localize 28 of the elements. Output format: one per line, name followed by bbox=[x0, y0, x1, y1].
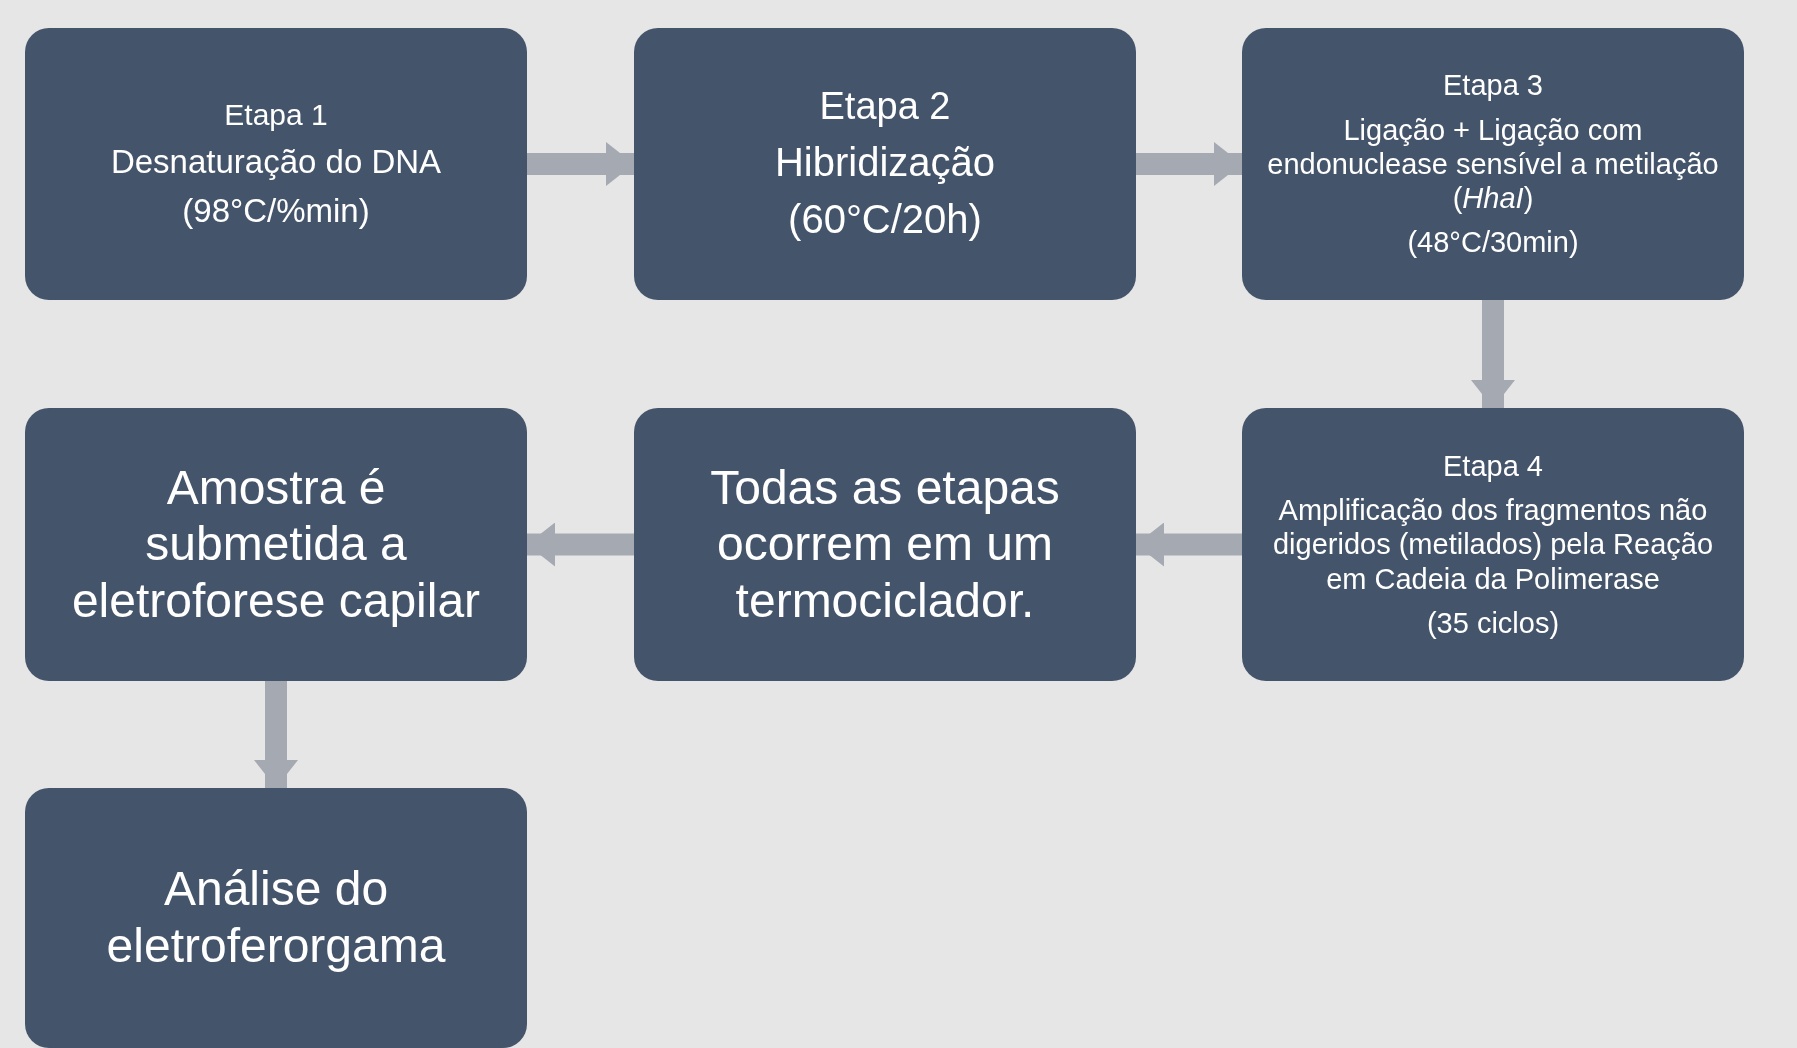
block-arrow bbox=[1471, 300, 1515, 408]
step-text: (60°C/20h) bbox=[788, 196, 982, 244]
step-text: Amplificação dos fragmentos não digeridos (metilados) pela Reação em Cadeia da Polimerase bbox=[1271, 493, 1715, 596]
process-box bbox=[1242, 408, 1744, 681]
step-text: Hibridização bbox=[774, 139, 996, 187]
process-box bbox=[25, 408, 527, 681]
block-arrow bbox=[1136, 142, 1242, 186]
step-text: Ligação + Ligação com endonuclease sensível a metilação (HhaI) bbox=[1266, 112, 1720, 216]
block-arrow bbox=[254, 681, 298, 788]
process-box bbox=[25, 788, 527, 1048]
block-arrow bbox=[1136, 522, 1242, 567]
step-text: (98°C/%min) bbox=[182, 191, 370, 231]
process-box bbox=[1242, 28, 1744, 300]
step-heading: Etapa 3 bbox=[1443, 68, 1543, 103]
step-text: (35 ciclos) bbox=[1426, 605, 1560, 641]
step-heading: Etapa 2 bbox=[819, 84, 951, 130]
block-arrow bbox=[527, 142, 634, 186]
process-box bbox=[25, 28, 527, 300]
step-text: (48°C/30min) bbox=[1407, 225, 1579, 260]
step-heading: Etapa 1 bbox=[224, 97, 328, 133]
step-text: Desnaturação do DNA bbox=[110, 142, 442, 182]
step-text: Todas as etapas ocorrem em um termociclador. bbox=[709, 459, 1061, 629]
step-text: Análise do eletroferorgama bbox=[105, 861, 447, 974]
step-heading: Etapa 4 bbox=[1443, 448, 1543, 484]
process-box bbox=[634, 28, 1136, 300]
process-box bbox=[634, 408, 1136, 681]
block-arrow bbox=[527, 522, 634, 567]
step-text: Amostra é submetida a eletroforese capilar bbox=[70, 459, 482, 629]
